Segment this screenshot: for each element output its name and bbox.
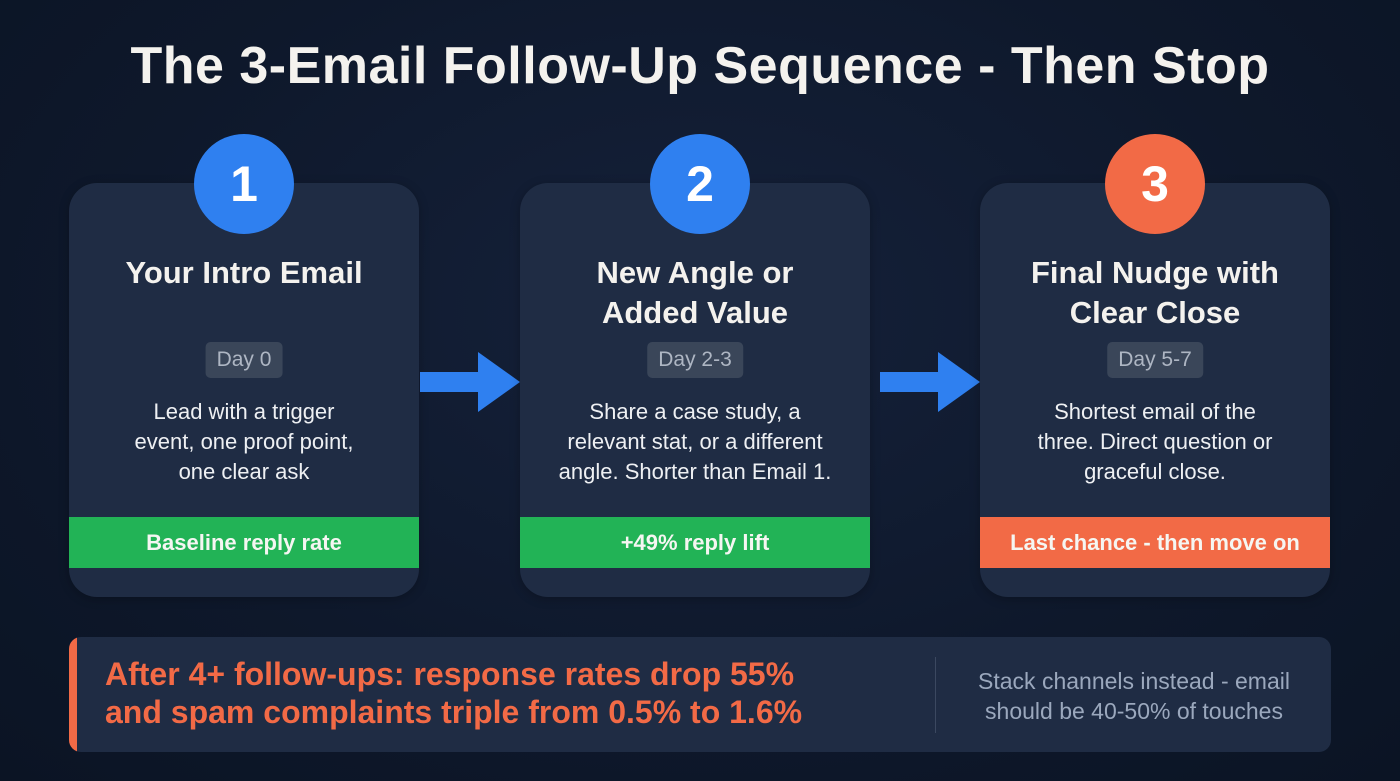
desc-line: Shortest email of the	[1054, 399, 1256, 424]
step-card-3: Final Nudge with Clear Close Day 5-7 Sho…	[980, 183, 1330, 597]
title-line: Final Nudge with	[1031, 255, 1279, 290]
side-note: Stack channels instead - email should be…	[949, 666, 1319, 726]
step-number-badge: 2	[650, 134, 750, 234]
warning-text: After 4+ follow-ups: response rates drop…	[105, 655, 802, 731]
desc-line: event, one proof point,	[134, 429, 354, 454]
step-title: New Angle or Added Value	[520, 253, 870, 333]
desc-line: relevant stat, or a different	[567, 429, 823, 454]
day-badge: Day 5-7	[1107, 342, 1203, 378]
page-title: The 3-Email Follow-Up Sequence - Then St…	[130, 37, 1270, 95]
desc-line: one clear ask	[178, 459, 310, 484]
side-note-line: Stack channels instead - email	[978, 668, 1290, 694]
side-note-line: should be 40-50% of touches	[985, 698, 1283, 724]
arrow-right-icon	[420, 352, 520, 417]
day-badge: Day 2-3	[647, 342, 743, 378]
desc-line: angle. Shorter than Email 1.	[558, 459, 832, 484]
step-title: Your Intro Email	[125, 255, 363, 290]
accent-bar	[69, 637, 77, 752]
step-card-2: New Angle or Added Value Day 2-3 Share a…	[520, 183, 870, 597]
step-description: Share a case study, a relevant stat, or …	[520, 397, 870, 487]
title-line: Clear Close	[1069, 295, 1241, 330]
warning-panel: After 4+ follow-ups: response rates drop…	[69, 637, 1331, 752]
step-title: Final Nudge with Clear Close	[980, 253, 1330, 333]
desc-line: Share a case study, a	[589, 399, 801, 424]
divider	[935, 657, 936, 733]
step-number-badge: 1	[194, 134, 294, 234]
title-line: New Angle or	[596, 255, 794, 290]
outcome-badge: Last chance - then move on	[980, 517, 1330, 568]
desc-line: Lead with a trigger	[153, 399, 335, 424]
outcome-badge: +49% reply lift	[520, 517, 870, 568]
title-line: Added Value	[601, 295, 789, 330]
day-badge: Day 0	[205, 342, 283, 378]
step-description: Lead with a trigger event, one proof poi…	[69, 397, 419, 487]
desc-line: three. Direct question or	[1037, 429, 1273, 454]
outcome-badge: Baseline reply rate	[69, 517, 419, 568]
step-number-badge: 3	[1105, 134, 1205, 234]
warning-line: and spam complaints triple from 0.5% to …	[105, 694, 803, 730]
step-card-1: Your Intro Email Day 0 Lead with a trigg…	[69, 183, 419, 597]
step-description: Shortest email of the three. Direct ques…	[980, 397, 1330, 487]
arrow-right-icon	[880, 352, 980, 417]
desc-line: graceful close.	[1084, 459, 1226, 484]
warning-line: After 4+ follow-ups: response rates drop…	[105, 656, 795, 692]
